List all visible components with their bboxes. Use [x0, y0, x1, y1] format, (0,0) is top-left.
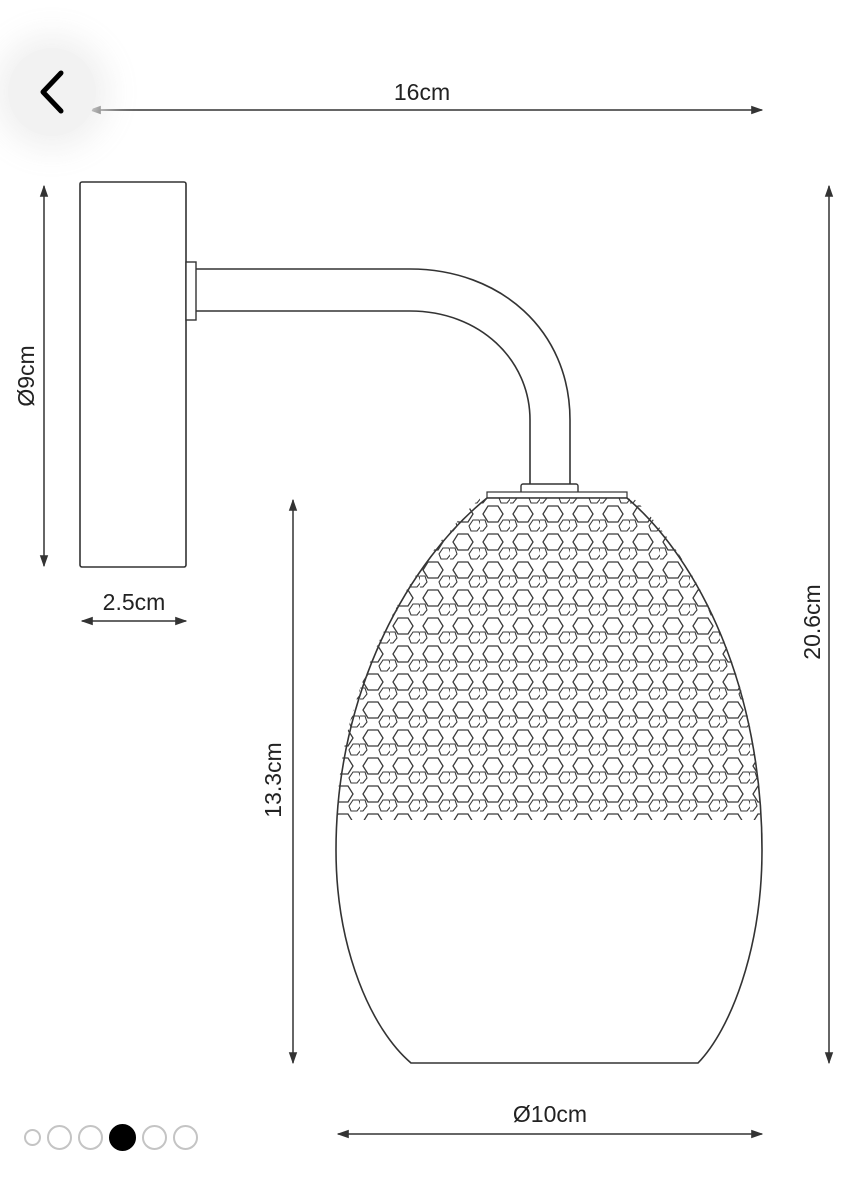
glass-shade	[335, 497, 763, 1064]
backplate-diameter-label: Ø9cm	[13, 345, 39, 406]
lamp-arm	[196, 268, 571, 488]
back-button[interactable]	[8, 48, 96, 136]
carousel-dot[interactable]	[47, 1125, 72, 1150]
carousel-dot[interactable]	[142, 1125, 167, 1150]
chevron-left-icon	[40, 70, 64, 114]
total-height-label: 20.6cm	[799, 584, 825, 659]
width-label: 16cm	[394, 79, 450, 105]
carousel-dot-active[interactable]	[109, 1124, 136, 1151]
carousel-dot[interactable]	[173, 1125, 198, 1150]
socket-collar	[486, 483, 628, 499]
shade-diameter-label: Ø10cm	[513, 1101, 587, 1127]
carousel-dot[interactable]	[24, 1129, 41, 1146]
carousel-indicators	[24, 1124, 198, 1151]
carousel-dot[interactable]	[78, 1125, 103, 1150]
wall-backplate	[79, 181, 197, 568]
dimension-lines	[39, 105, 834, 1139]
honeycomb-texture	[337, 498, 760, 820]
backplate-depth-label: 2.5cm	[103, 589, 166, 615]
shade-height-label: 13.3cm	[260, 742, 286, 817]
